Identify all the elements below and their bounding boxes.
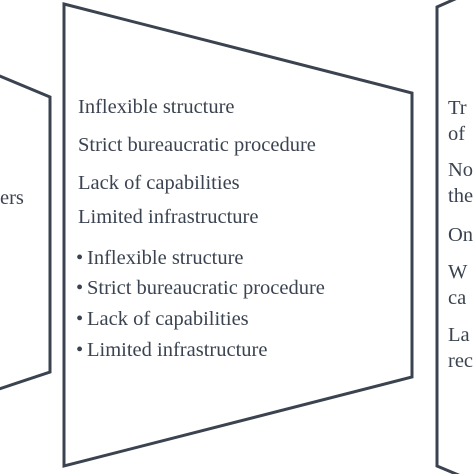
bullet-glyph: • <box>76 339 84 361</box>
right-panel-text: On <box>448 224 474 246</box>
middle-line-limited-infrastructure: Limited infrastructure <box>78 206 259 228</box>
right-panel-text: Tr <box>448 97 467 119</box>
left-trapezoid-panel <box>0 74 52 391</box>
right-panel-text: W <box>448 261 468 283</box>
right-panel-text: of <box>448 123 466 145</box>
bullet-glyph: • <box>76 308 84 330</box>
middle-bullet-item: •Limited infrastructure <box>76 338 267 362</box>
middle-line-lack-of-capabilities: Lack of capabilities <box>78 172 240 194</box>
bullet-text: Lack of capabilities <box>87 308 249 330</box>
right-panel-text: No <box>448 159 474 181</box>
right-trapezoid-panel <box>435 0 460 474</box>
middle-line-strict-bureaucratic-procedure: Strict bureaucratic procedure <box>78 134 316 156</box>
bullet-text: Inflexible structure <box>87 247 244 269</box>
right-panel-text: rec <box>448 350 474 372</box>
left-panel-text: ers <box>0 187 24 209</box>
middle-trapezoid-panel <box>62 2 414 468</box>
middle-bullet-item: •Strict bureaucratic procedure <box>76 276 325 300</box>
right-panel-text: ca <box>448 287 467 309</box>
bullet-text: Strict bureaucratic procedure <box>87 277 325 299</box>
middle-bullet-item: •Inflexible structure <box>76 246 244 270</box>
middle-line-inflexible-structure: Inflexible structure <box>78 96 235 118</box>
bullet-glyph: • <box>76 277 84 299</box>
right-panel-text: La <box>448 324 470 346</box>
middle-bullet-item: •Lack of capabilities <box>76 307 249 331</box>
right-panel-text: the <box>448 185 474 207</box>
bullet-text: Limited infrastructure <box>87 339 268 361</box>
bullet-glyph: • <box>76 247 84 269</box>
